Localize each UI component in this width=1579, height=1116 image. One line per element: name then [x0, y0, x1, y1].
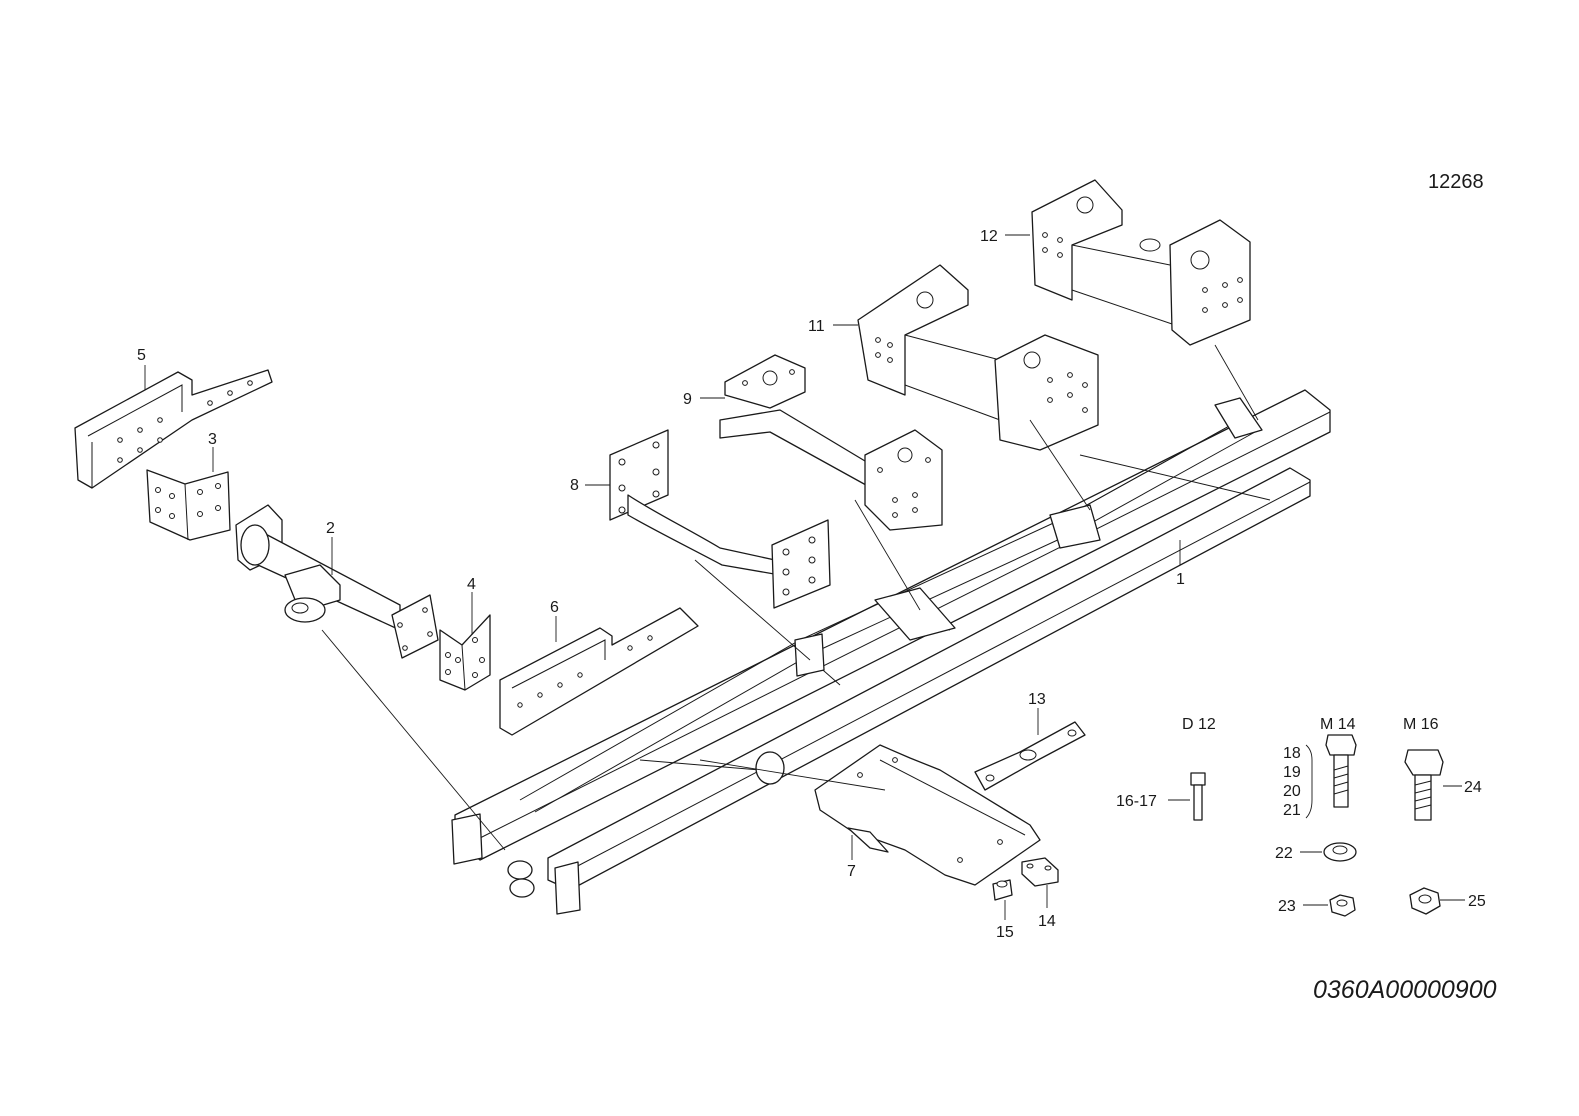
tow-tube-part-2 [235, 504, 439, 659]
rail-channel-part-6 [499, 607, 699, 736]
size-header-m16: M 16 [1403, 716, 1439, 733]
callout-3: 3 [208, 431, 217, 448]
leader-lines [144, 234, 1465, 920]
clamp-plate-part-13 [974, 721, 1086, 791]
angle-bracket-part-3 [146, 469, 231, 541]
plate-spacer-part-14 [1021, 857, 1059, 887]
callout-23: 23 [1278, 898, 1296, 915]
skid-plate-part-7 [814, 744, 1041, 886]
callout-16-17: 16-17 [1116, 793, 1157, 810]
callout-9: 9 [683, 391, 692, 408]
callout-labels: 1 2 3 4 5 6 7 8 9 11 12 13 14 15 16-17 1… [137, 228, 1486, 941]
callout-22: 22 [1275, 845, 1293, 862]
callout-13: 13 [1028, 691, 1046, 708]
cross-member-part-8 [609, 429, 831, 609]
nut-part-23 [1329, 894, 1356, 917]
size-header-m14: M 14 [1320, 716, 1356, 733]
bolt-m16 [1404, 749, 1444, 821]
callout-11: 11 [808, 318, 825, 335]
small-bracket-part-4 [439, 614, 491, 691]
cross-member-part-11 [857, 264, 1099, 451]
callout-21: 21 [1283, 802, 1301, 819]
channel-bracket-part-5 [74, 369, 273, 489]
size-headers: D 12 M 14 M 16 [1182, 716, 1439, 733]
nut-part-25 [1409, 887, 1441, 915]
callout-1: 1 [1176, 571, 1185, 588]
document-code: 0360A00000900 [1313, 976, 1497, 1004]
washer-part-22 [1323, 842, 1357, 862]
callout-24: 24 [1464, 779, 1482, 796]
callout-4: 4 [467, 576, 476, 593]
callout-12: 12 [980, 228, 998, 245]
main-frame-part-1 [451, 389, 1331, 915]
callout-5: 5 [137, 347, 146, 364]
callout-19: 19 [1283, 764, 1301, 781]
callout-18: 18 [1283, 745, 1301, 762]
bolt-m14 [1325, 734, 1357, 808]
bolt-d12 [1190, 772, 1206, 821]
callout-8: 8 [570, 477, 579, 494]
callout-25: 25 [1468, 893, 1486, 910]
spacer-part-15 [992, 879, 1013, 901]
callout-15: 15 [996, 924, 1014, 941]
cross-member-part-12 [1031, 179, 1251, 346]
callout-20: 20 [1283, 783, 1301, 800]
cross-member-part-9 [719, 354, 943, 531]
reference-number: 12268 [1428, 171, 1484, 193]
callout-14: 14 [1038, 913, 1056, 930]
callout-6: 6 [550, 599, 559, 616]
size-header-d12: D 12 [1182, 716, 1216, 733]
callout-2: 2 [326, 520, 335, 537]
callout-7: 7 [847, 863, 856, 880]
